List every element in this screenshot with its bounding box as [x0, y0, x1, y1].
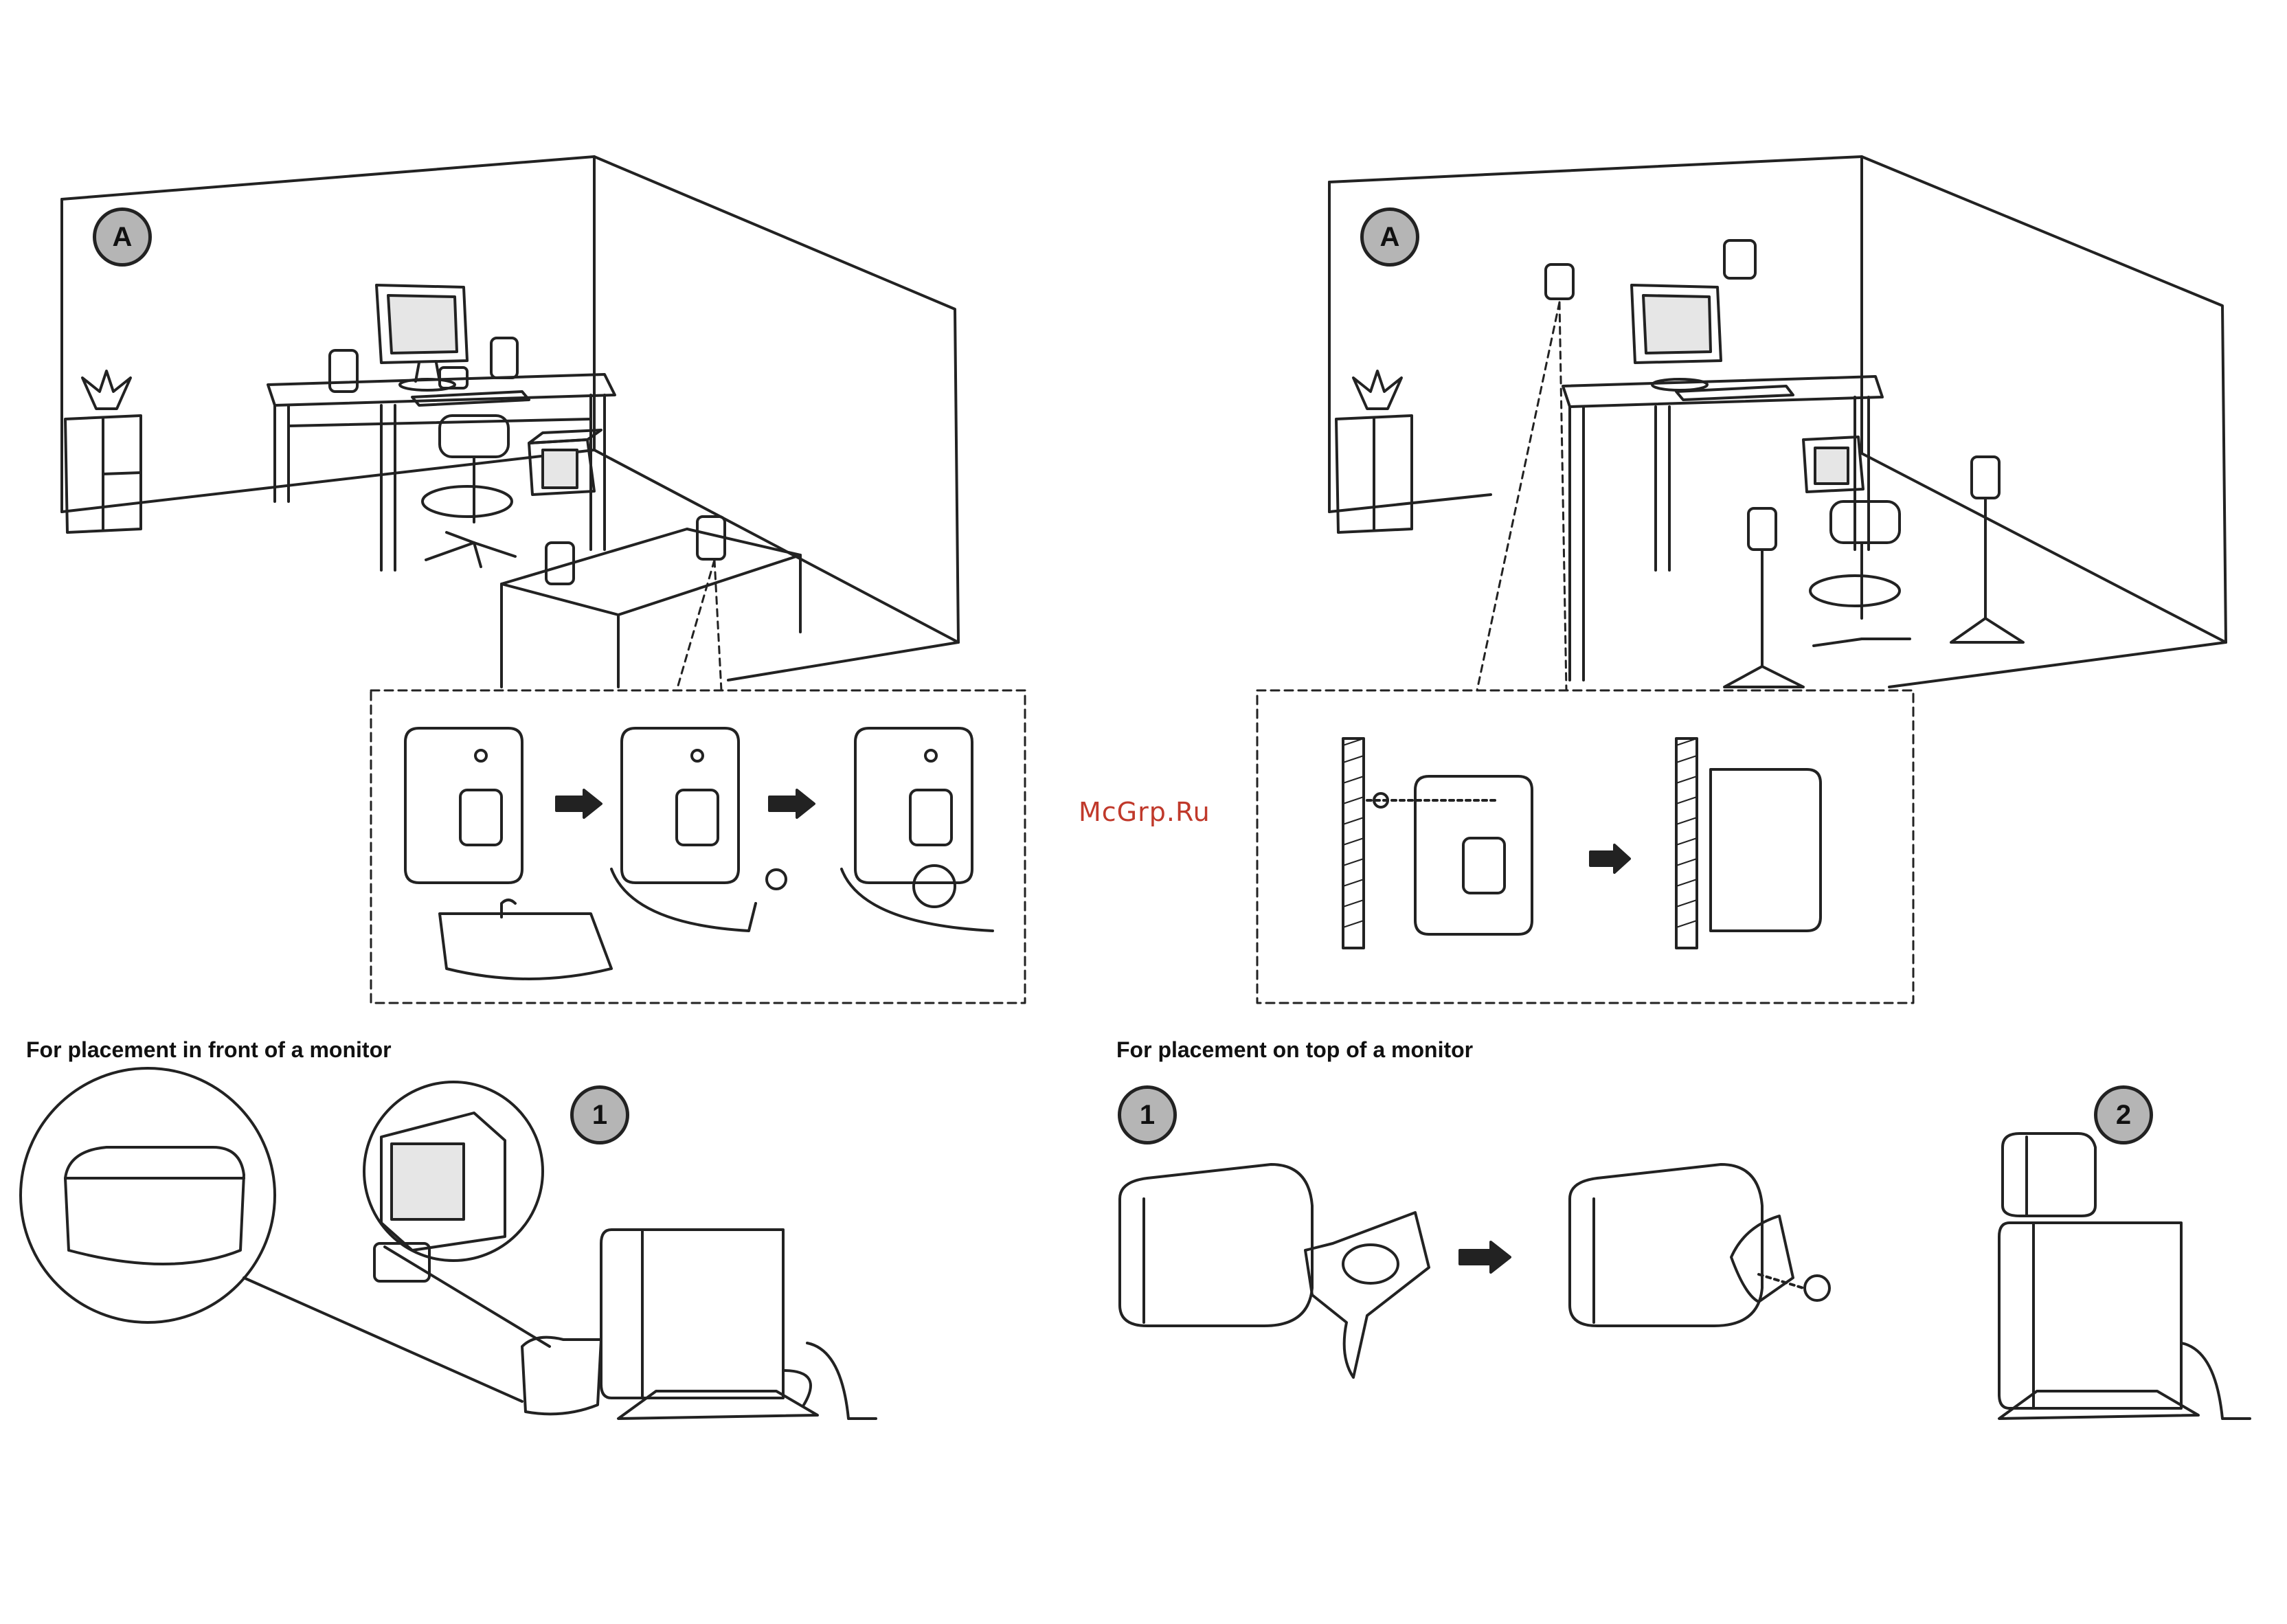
caption-top-of-monitor: For placement on top of a monitor	[1116, 1037, 1473, 1063]
left-rear-shelf	[502, 517, 800, 687]
front-placement-illustration	[21, 1068, 876, 1419]
watermark-text: McGrp.Ru	[1079, 797, 1210, 827]
left-lcd-monitor	[376, 285, 467, 390]
top-placement-illustration	[1120, 1134, 2250, 1419]
right-room-scene	[1329, 157, 2226, 690]
step-badge-top-1: 1	[1118, 1085, 1177, 1144]
left-chair	[423, 416, 515, 567]
left-cabinet-plant	[65, 371, 141, 532]
step-badge-top-2: 2	[2094, 1085, 2153, 1144]
room-badge-right: A	[1360, 207, 1419, 267]
left-room-scene	[62, 157, 958, 690]
right-wall-mount-inset	[1257, 690, 1913, 1003]
left-front-speaker-r	[491, 338, 517, 378]
room-badge-left: A	[93, 207, 152, 267]
left-stand-assembly-inset	[371, 690, 1025, 1003]
step-badge-front-1: 1	[570, 1085, 629, 1144]
left-front-speaker-l	[330, 350, 357, 392]
caption-front-of-monitor: For placement in front of a monitor	[26, 1037, 392, 1063]
